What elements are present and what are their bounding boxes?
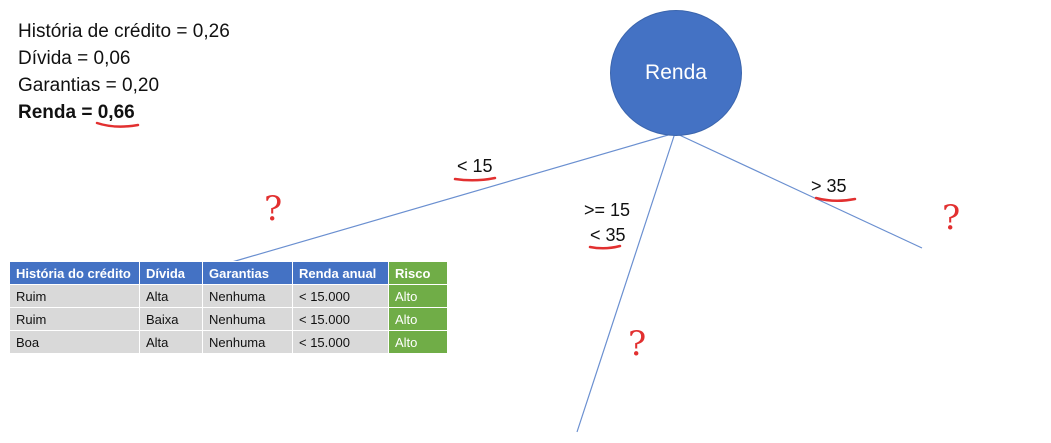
underline-edge-left: [453, 176, 497, 182]
cell-divida: Alta: [139, 284, 203, 308]
cell-renda-anual: < 15.000: [292, 307, 389, 331]
cell-garantias: Nenhuma: [202, 307, 293, 331]
header-historia: História do crédito: [9, 261, 140, 285]
cell-garantias: Nenhuma: [202, 330, 293, 354]
edge-label-middle-top: >= 15: [584, 200, 631, 220]
edge-left-line: [231, 132, 676, 263]
cell-divida: Alta: [139, 330, 203, 354]
cell-garantias: Nenhuma: [202, 284, 293, 308]
gain-divida: Dívida = 0,06: [18, 48, 131, 69]
gain-historia: História de crédito = 0,26: [18, 21, 230, 42]
node-label: Renda: [645, 61, 707, 84]
cell-historia: Boa: [9, 330, 140, 354]
gain-list: História de crédito = 0,26 Dívida = 0,06…: [18, 18, 230, 126]
edge-label-right: > 35: [811, 176, 847, 196]
node-renda: Renda: [610, 10, 742, 136]
cell-historia: Ruim: [9, 307, 140, 331]
question-mark-left: ?: [264, 189, 283, 229]
underline-edge-middle: [588, 244, 622, 250]
header-garantias: Garantias: [202, 261, 293, 285]
cell-risco: Alto: [388, 330, 448, 354]
gain-garantias: Garantias = 0,20: [18, 75, 160, 96]
cell-renda-anual: < 15.000: [292, 330, 389, 354]
edge-middle-line: [576, 132, 676, 433]
table-row: Ruim Baixa Nenhuma < 15.000 Alto: [9, 307, 448, 331]
header-renda-anual: Renda anual: [292, 261, 389, 285]
gain-renda: Renda = 0,66: [18, 102, 135, 123]
cell-divida: Baixa: [139, 307, 203, 331]
question-mark-middle: ?: [628, 324, 647, 364]
underline-edge-right: [814, 196, 857, 202]
cell-renda-anual: < 15.000: [292, 284, 389, 308]
cell-risco: Alto: [388, 307, 448, 331]
question-mark-right: ?: [942, 198, 961, 238]
header-risco: Risco: [388, 261, 448, 285]
header-divida: Dívida: [139, 261, 203, 285]
edge-label-middle-bottom: < 35: [590, 225, 626, 245]
edge-label-left: < 15: [457, 156, 493, 176]
cell-risco: Alto: [388, 284, 448, 308]
table-row: Boa Alta Nenhuma < 15.000 Alto: [9, 330, 448, 354]
table-header-row: História do crédito Dívida Garantias Ren…: [9, 261, 448, 285]
edge-right-line: [674, 132, 923, 249]
table-row: Ruim Alta Nenhuma < 15.000 Alto: [9, 284, 448, 308]
cell-historia: Ruim: [9, 284, 140, 308]
underline-renda-value: [95, 121, 140, 128]
credit-table: História do crédito Dívida Garantias Ren…: [9, 261, 448, 354]
